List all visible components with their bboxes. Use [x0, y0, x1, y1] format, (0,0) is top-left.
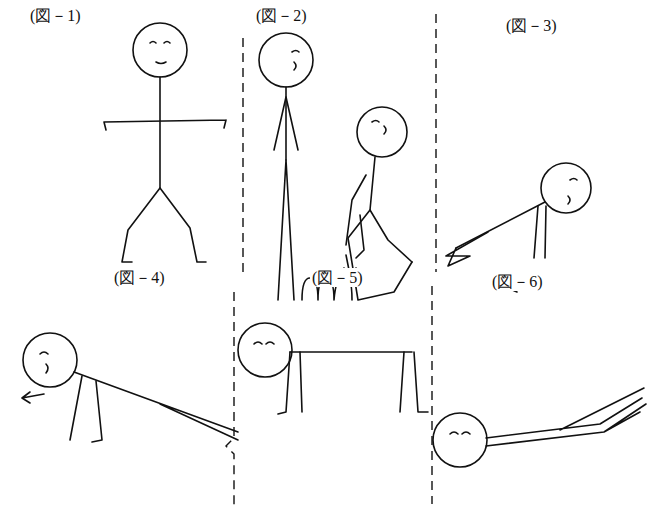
arms: [274, 97, 298, 150]
body: [159, 77, 161, 188]
arms: [70, 376, 102, 442]
prone-figure: [433, 388, 646, 467]
head: [541, 163, 591, 213]
figure-number: (図－2): [254, 6, 309, 25]
head: [357, 107, 407, 157]
figure-number: (図－5): [310, 268, 365, 287]
head: [23, 333, 77, 387]
body: [290, 351, 412, 353]
face: [292, 51, 299, 71]
plank-figure: [22, 333, 238, 442]
table-figure: [238, 323, 428, 414]
head: [259, 33, 313, 87]
head: [238, 323, 292, 377]
legs: [278, 160, 294, 300]
motion-arrow: [22, 392, 44, 403]
head: [433, 413, 487, 467]
standing-figure: [104, 23, 226, 262]
arms: [104, 120, 226, 130]
head: [133, 23, 187, 77]
face: [254, 342, 274, 344]
figure-number: (図－4): [112, 268, 167, 287]
face: [372, 121, 386, 135]
crouch-figure: [446, 163, 591, 292]
figure-number: (図－1): [28, 6, 83, 25]
legs: [400, 352, 428, 412]
body: [486, 388, 646, 446]
panel-divider: [431, 286, 432, 504]
arms: [278, 352, 302, 414]
panel-divider: [435, 14, 436, 272]
face: [150, 42, 170, 64]
figure-number: (図－3): [504, 16, 559, 35]
face: [40, 352, 48, 373]
back: [370, 157, 412, 262]
squatting-figure: [302, 107, 412, 300]
panel-divider: [242, 38, 243, 272]
face: [450, 432, 470, 434]
standing-figure: [259, 33, 313, 300]
panel-divider: [226, 292, 234, 506]
body: [456, 202, 545, 248]
figure-number: (図－6): [490, 272, 545, 291]
arms: [534, 206, 546, 258]
face: [568, 179, 577, 205]
legs: [446, 232, 488, 266]
legs: [122, 188, 206, 262]
